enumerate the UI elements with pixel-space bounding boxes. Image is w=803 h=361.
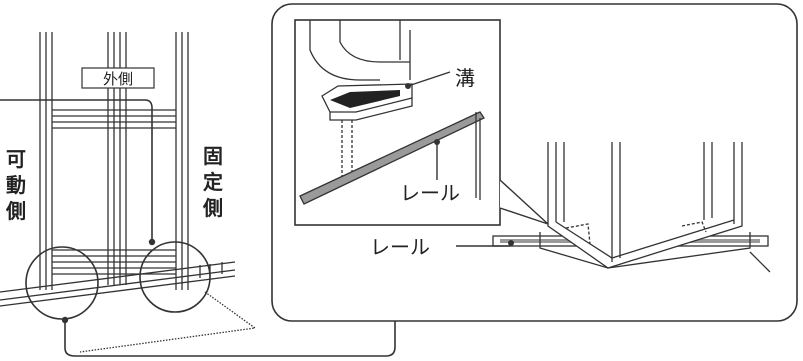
fixed-char-2: 定	[203, 170, 223, 194]
movable-char-2: 動	[6, 173, 26, 197]
movable-char-3: 側	[5, 199, 26, 223]
fixed-side-label: 固 定 側	[202, 144, 223, 220]
rail-main-dot	[508, 240, 514, 246]
zoom-circle-left	[26, 247, 98, 319]
fixed-char-3: 側	[202, 196, 223, 220]
groove-label: 溝	[455, 66, 475, 90]
outside-label-box: 外側	[82, 68, 154, 88]
movable-side-label: 可 動 側	[5, 147, 26, 223]
movable-char-1: 可	[6, 147, 26, 171]
fixed-char-1: 固	[203, 144, 223, 168]
connector-dot	[62, 317, 68, 323]
outside-label: 外側	[103, 70, 133, 88]
connector-line	[65, 320, 395, 356]
rail-inset-label: レール	[400, 181, 460, 205]
rail-main-label: レール	[370, 235, 430, 259]
leader-dot	[149, 239, 155, 245]
